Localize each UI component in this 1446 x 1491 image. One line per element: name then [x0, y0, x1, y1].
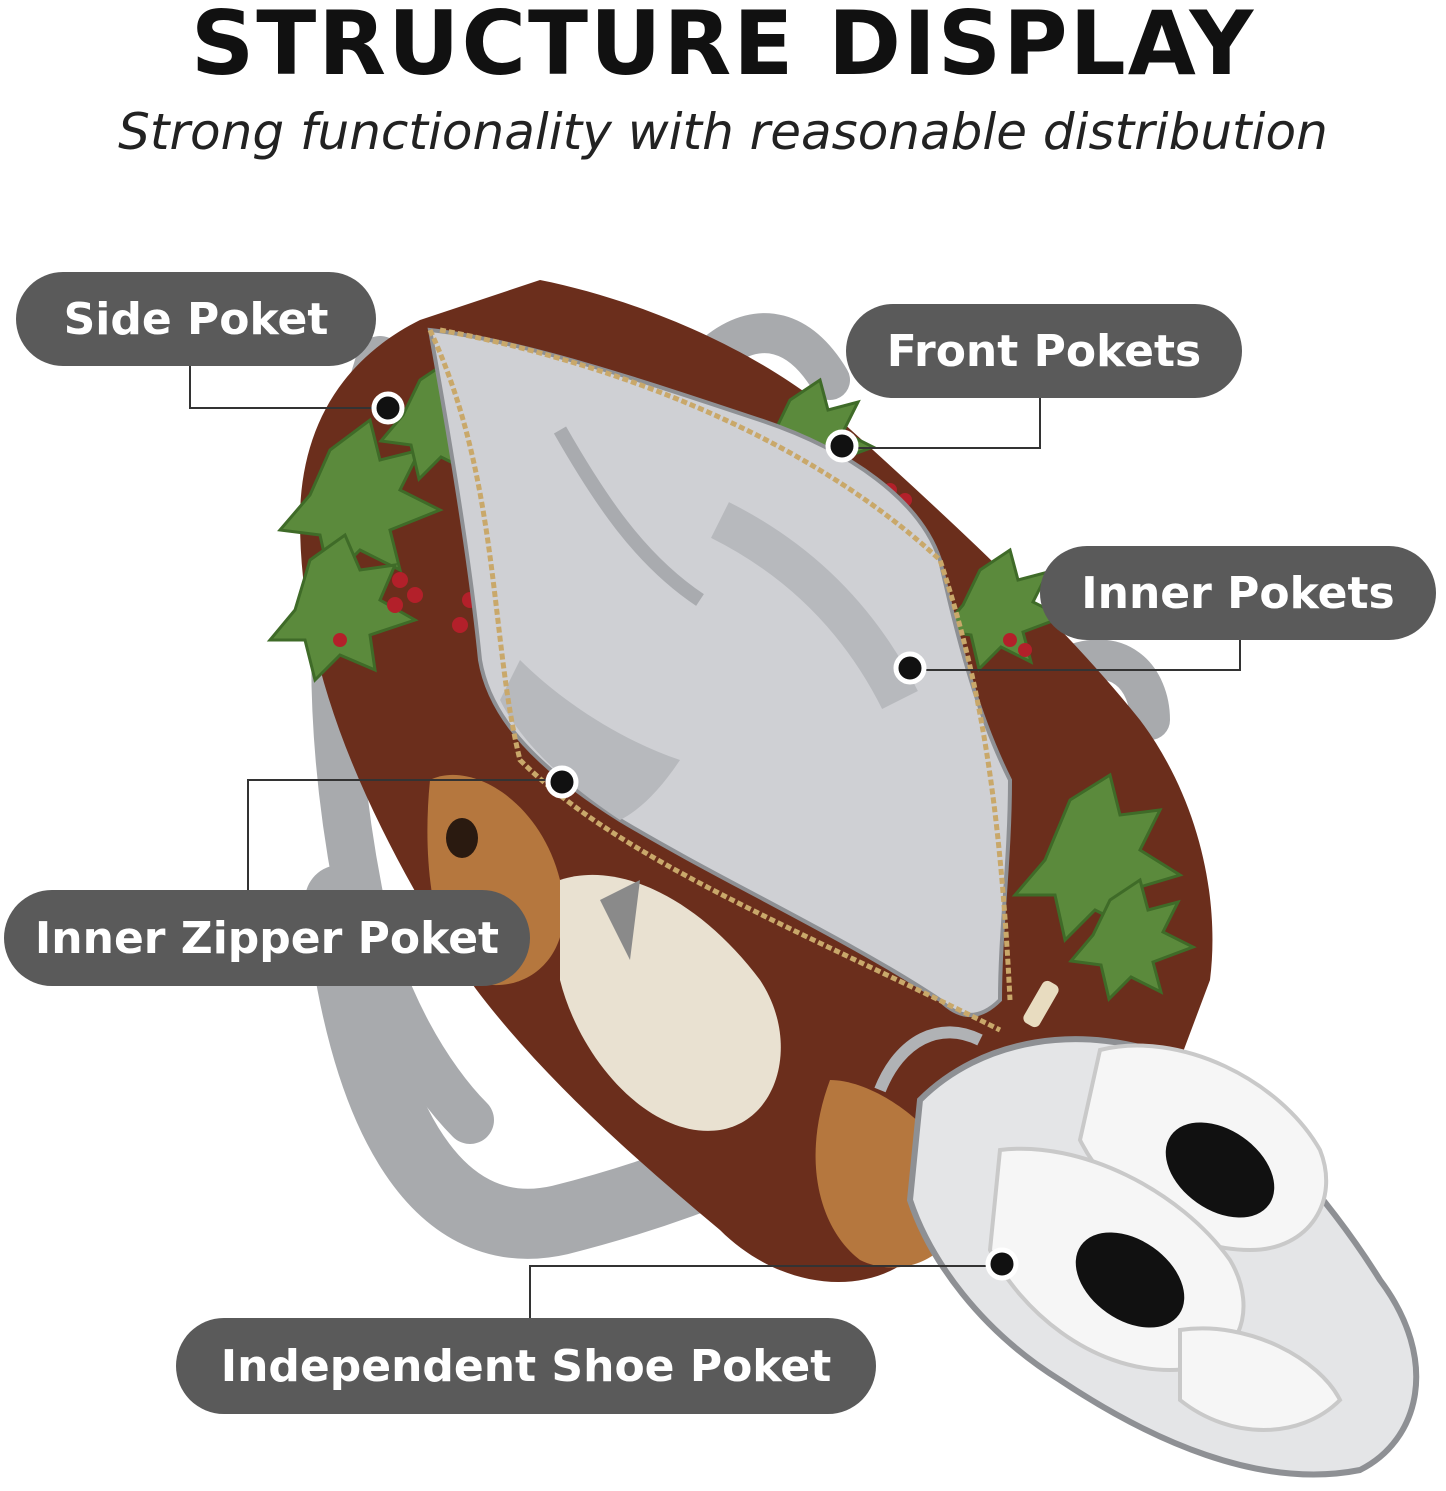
page-subtitle: Strong functionality with reasonable dis… [118, 103, 1328, 161]
callout-shoe-pocket: Independent Shoe Poket [176, 1318, 876, 1414]
callout-side-pocket: Side Poket [16, 272, 376, 366]
callout-inner-pockets: Inner Pokets [1040, 546, 1436, 640]
callout-inner-zipper-pocket: Inner Zipper Poket [4, 890, 530, 986]
page-title: STRUCTURE DISPLAY [190, 0, 1256, 95]
callout-front-pockets: Front Pokets [846, 304, 1242, 398]
